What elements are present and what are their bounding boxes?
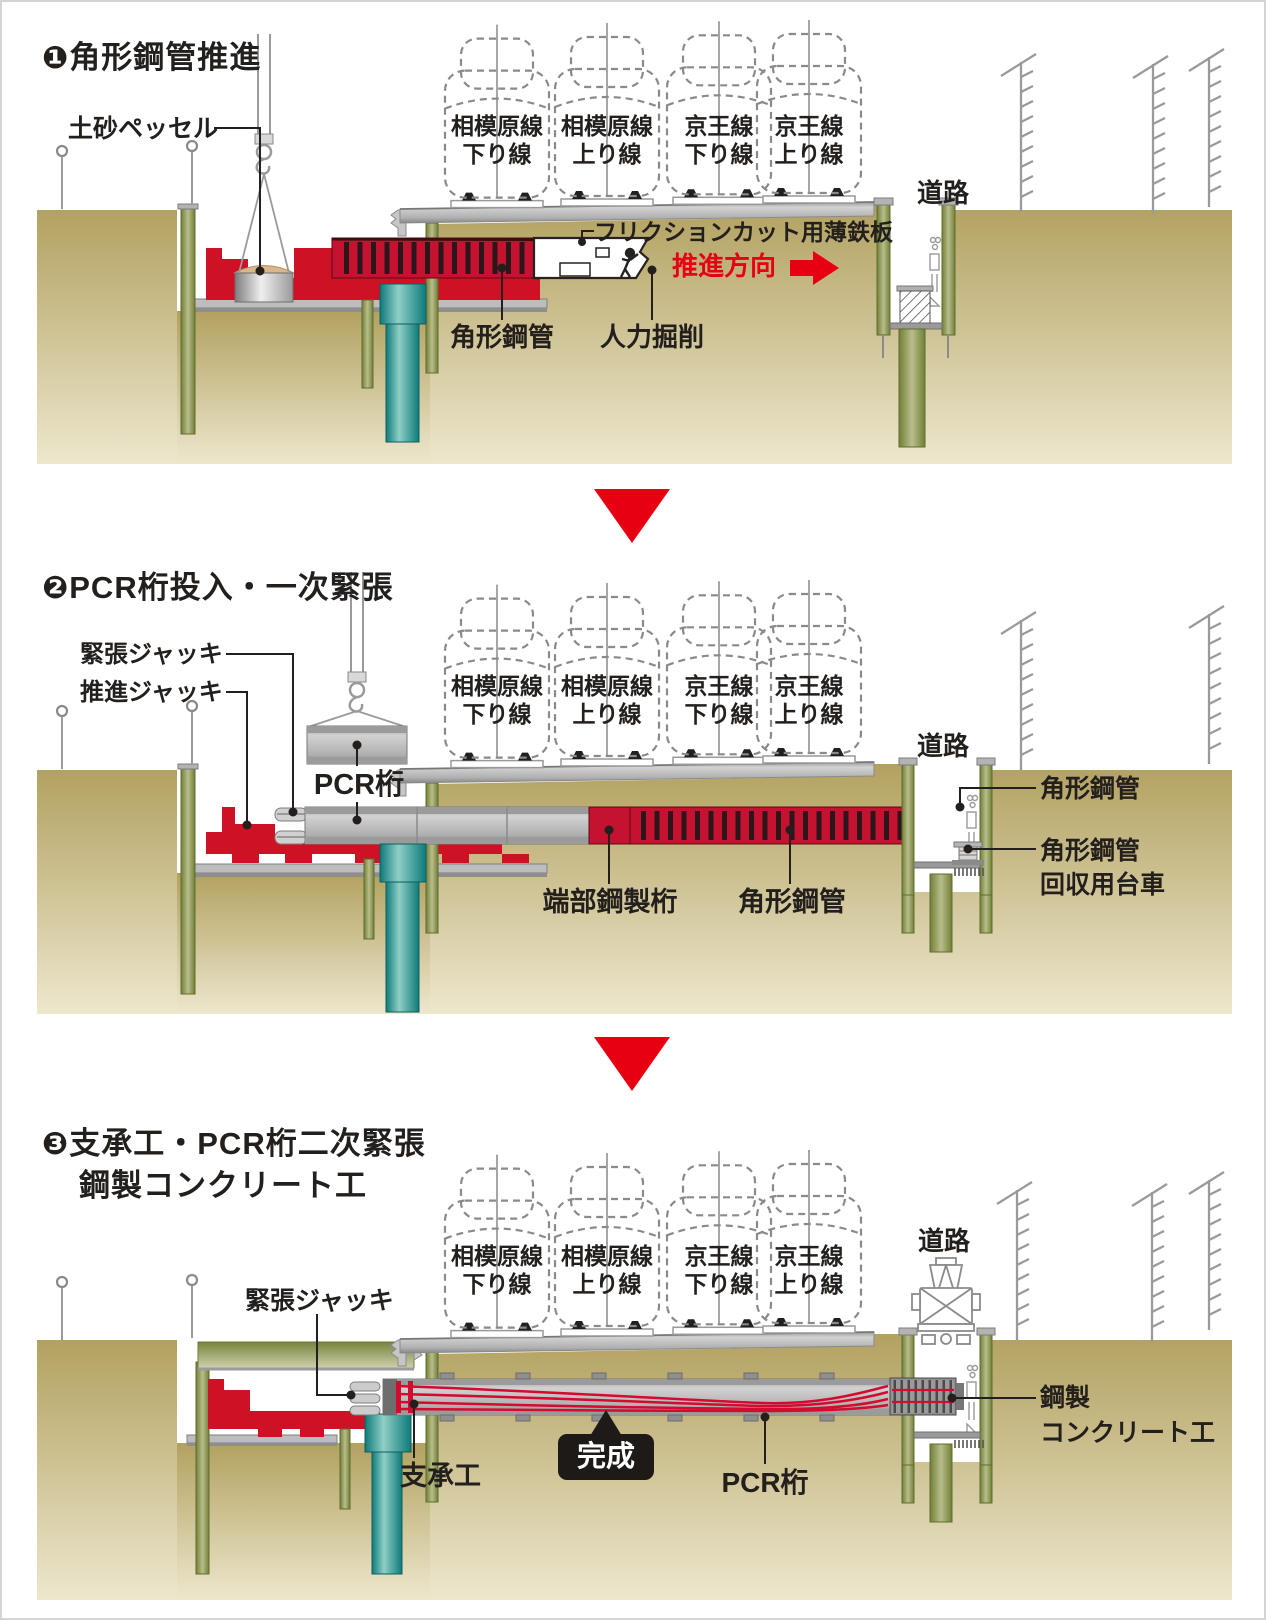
label-end-steel-girder: 端部鋼製桁 xyxy=(542,887,678,917)
label-pcr-girder: PCR桁 xyxy=(721,1467,809,1498)
label-jacking-jack: 推進ジャッキ xyxy=(80,679,223,706)
ground-anchor xyxy=(55,704,69,771)
track-label: 京王線上り線 xyxy=(774,113,844,168)
pole-icon xyxy=(1187,604,1226,766)
ground-anchor xyxy=(185,1273,199,1340)
ground-anchor xyxy=(55,1275,69,1342)
jacking-frame xyxy=(208,1379,380,1437)
pole-icon xyxy=(1187,47,1226,209)
pier xyxy=(379,843,427,883)
ground-left xyxy=(37,210,177,464)
direction-arrow-icon xyxy=(790,251,839,285)
label-bearing: 支承工 xyxy=(400,1461,481,1491)
label-pcr-girder: PCR桁 xyxy=(313,769,405,801)
label-soil-vessel: 土砂ペッセル xyxy=(68,115,219,143)
leader-lines xyxy=(316,1314,1036,1464)
leader-lines xyxy=(214,127,653,320)
step-arrow-down-icon xyxy=(594,1037,670,1091)
track-label: 相模原線上り線 xyxy=(561,673,653,728)
panel-2-title: ❷PCR桁投入・一次緊張 xyxy=(42,570,394,605)
hatched-block xyxy=(899,290,931,324)
approach-slab xyxy=(197,1341,415,1369)
label-steel-concrete: 鋼製コンクリート工 xyxy=(1040,1384,1216,1447)
pole-icon xyxy=(999,52,1038,214)
pole-icon xyxy=(1131,54,1170,216)
tension-jacks xyxy=(349,1381,381,1416)
ground-anchor xyxy=(55,144,69,211)
label-tension-jack: 緊張ジャッキ xyxy=(80,641,223,668)
label-square-pipe: 角形鋼管 xyxy=(449,322,554,352)
track-label: 相模原線上り線 xyxy=(561,1243,653,1298)
panel-2-drawing xyxy=(37,570,1232,1014)
label-square-pipe: 角形鋼管 xyxy=(738,887,846,917)
pier xyxy=(364,1413,412,1453)
track-label: 京王線下り線 xyxy=(684,673,754,728)
pole-icon xyxy=(995,1180,1034,1342)
ground-left xyxy=(37,1340,177,1600)
step-arrow-down-icon xyxy=(594,489,670,543)
label-road: 道路 xyxy=(917,731,970,761)
pole-icon xyxy=(999,610,1038,772)
panel-1-title: ❶角形鋼管推進 xyxy=(42,40,262,75)
label-road: 道路 xyxy=(917,178,970,208)
pole-icon xyxy=(1130,1182,1169,1344)
pile xyxy=(363,858,375,940)
pile xyxy=(339,1428,351,1510)
label-recovery-cart: 角形鋼管回収用台車 xyxy=(1040,837,1166,899)
panel-3-drawing xyxy=(37,1150,1232,1600)
track-label: 相模原線下り線 xyxy=(451,673,543,728)
pc-cables xyxy=(397,1384,889,1413)
panel-1-drawing xyxy=(37,20,1232,464)
leader-lines xyxy=(226,653,1036,884)
label-square-pipe-right: 角形鋼管 xyxy=(1040,775,1141,803)
track-label: 相模原線下り線 xyxy=(451,1243,543,1298)
soil-vessel-bucket xyxy=(234,272,294,303)
worker-icon xyxy=(619,247,639,278)
pier xyxy=(379,283,427,325)
pole-icon xyxy=(1187,1170,1226,1332)
label-jacking-direction: 推進方向 xyxy=(672,251,777,281)
track-label: 相模原線下り線 xyxy=(451,113,543,168)
retaining-wall xyxy=(180,207,196,435)
label-friction-plate: フリクションカット用薄鉄板 xyxy=(594,219,893,245)
mixer-truck-icon xyxy=(911,1257,981,1345)
track-label: 相模原線上り線 xyxy=(561,113,653,168)
retaining-wall xyxy=(180,767,196,995)
ground-left xyxy=(37,770,177,1014)
track-label: 京王線下り線 xyxy=(684,1243,754,1298)
label-road: 道路 xyxy=(918,1226,971,1256)
completed-badge: 完成 xyxy=(558,1434,654,1480)
label-tension-jack: 緊張ジャッキ xyxy=(245,1287,394,1315)
track-label: 京王線下り線 xyxy=(684,113,754,168)
track-label: 京王線上り線 xyxy=(774,673,844,728)
ground-anchor xyxy=(185,139,199,206)
girder-connector-tabs xyxy=(439,1372,835,1422)
pile xyxy=(361,299,374,389)
track-label: 京王線上り線 xyxy=(774,1243,844,1298)
portal-pile xyxy=(425,782,439,934)
panel-3-title-line2: 鋼製コンクリート工 xyxy=(79,1168,367,1203)
completed-badge-pointer xyxy=(590,1410,622,1436)
label-manual-excavation: 人力掘削 xyxy=(599,322,704,352)
ground-anchor xyxy=(185,699,199,766)
panel-3-title: ❸支承工・PCR桁二次緊張 xyxy=(42,1126,426,1161)
retaining-wall xyxy=(195,1361,210,1575)
